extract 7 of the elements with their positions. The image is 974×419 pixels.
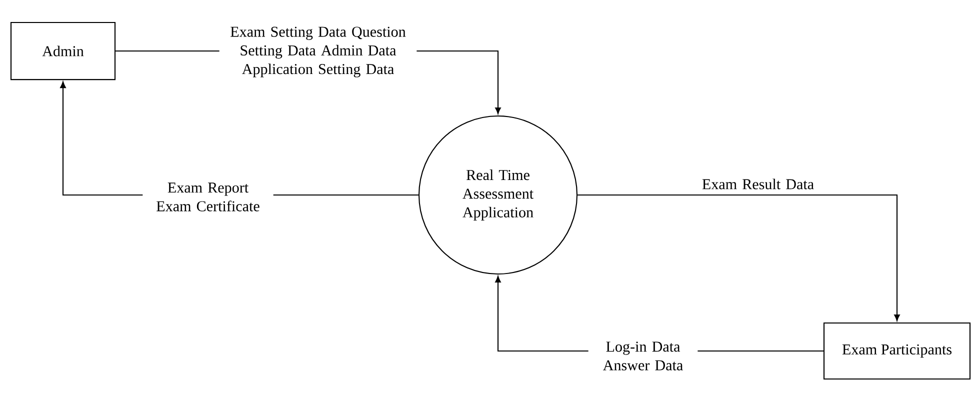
entity-box: Admin: [10, 22, 116, 80]
edge-label: Exam Result Data: [702, 178, 814, 190]
entity-box: Exam Participants: [823, 322, 971, 380]
edge-label: Exam Setting Data Question Setting Data Admin Data Application Setting Data: [219, 25, 417, 79]
edge-label: Exam Report Exam Certificate: [142, 181, 274, 213]
arrow: [578, 194, 900, 322]
edge-label: Log-in Data Answer Data: [588, 340, 698, 372]
